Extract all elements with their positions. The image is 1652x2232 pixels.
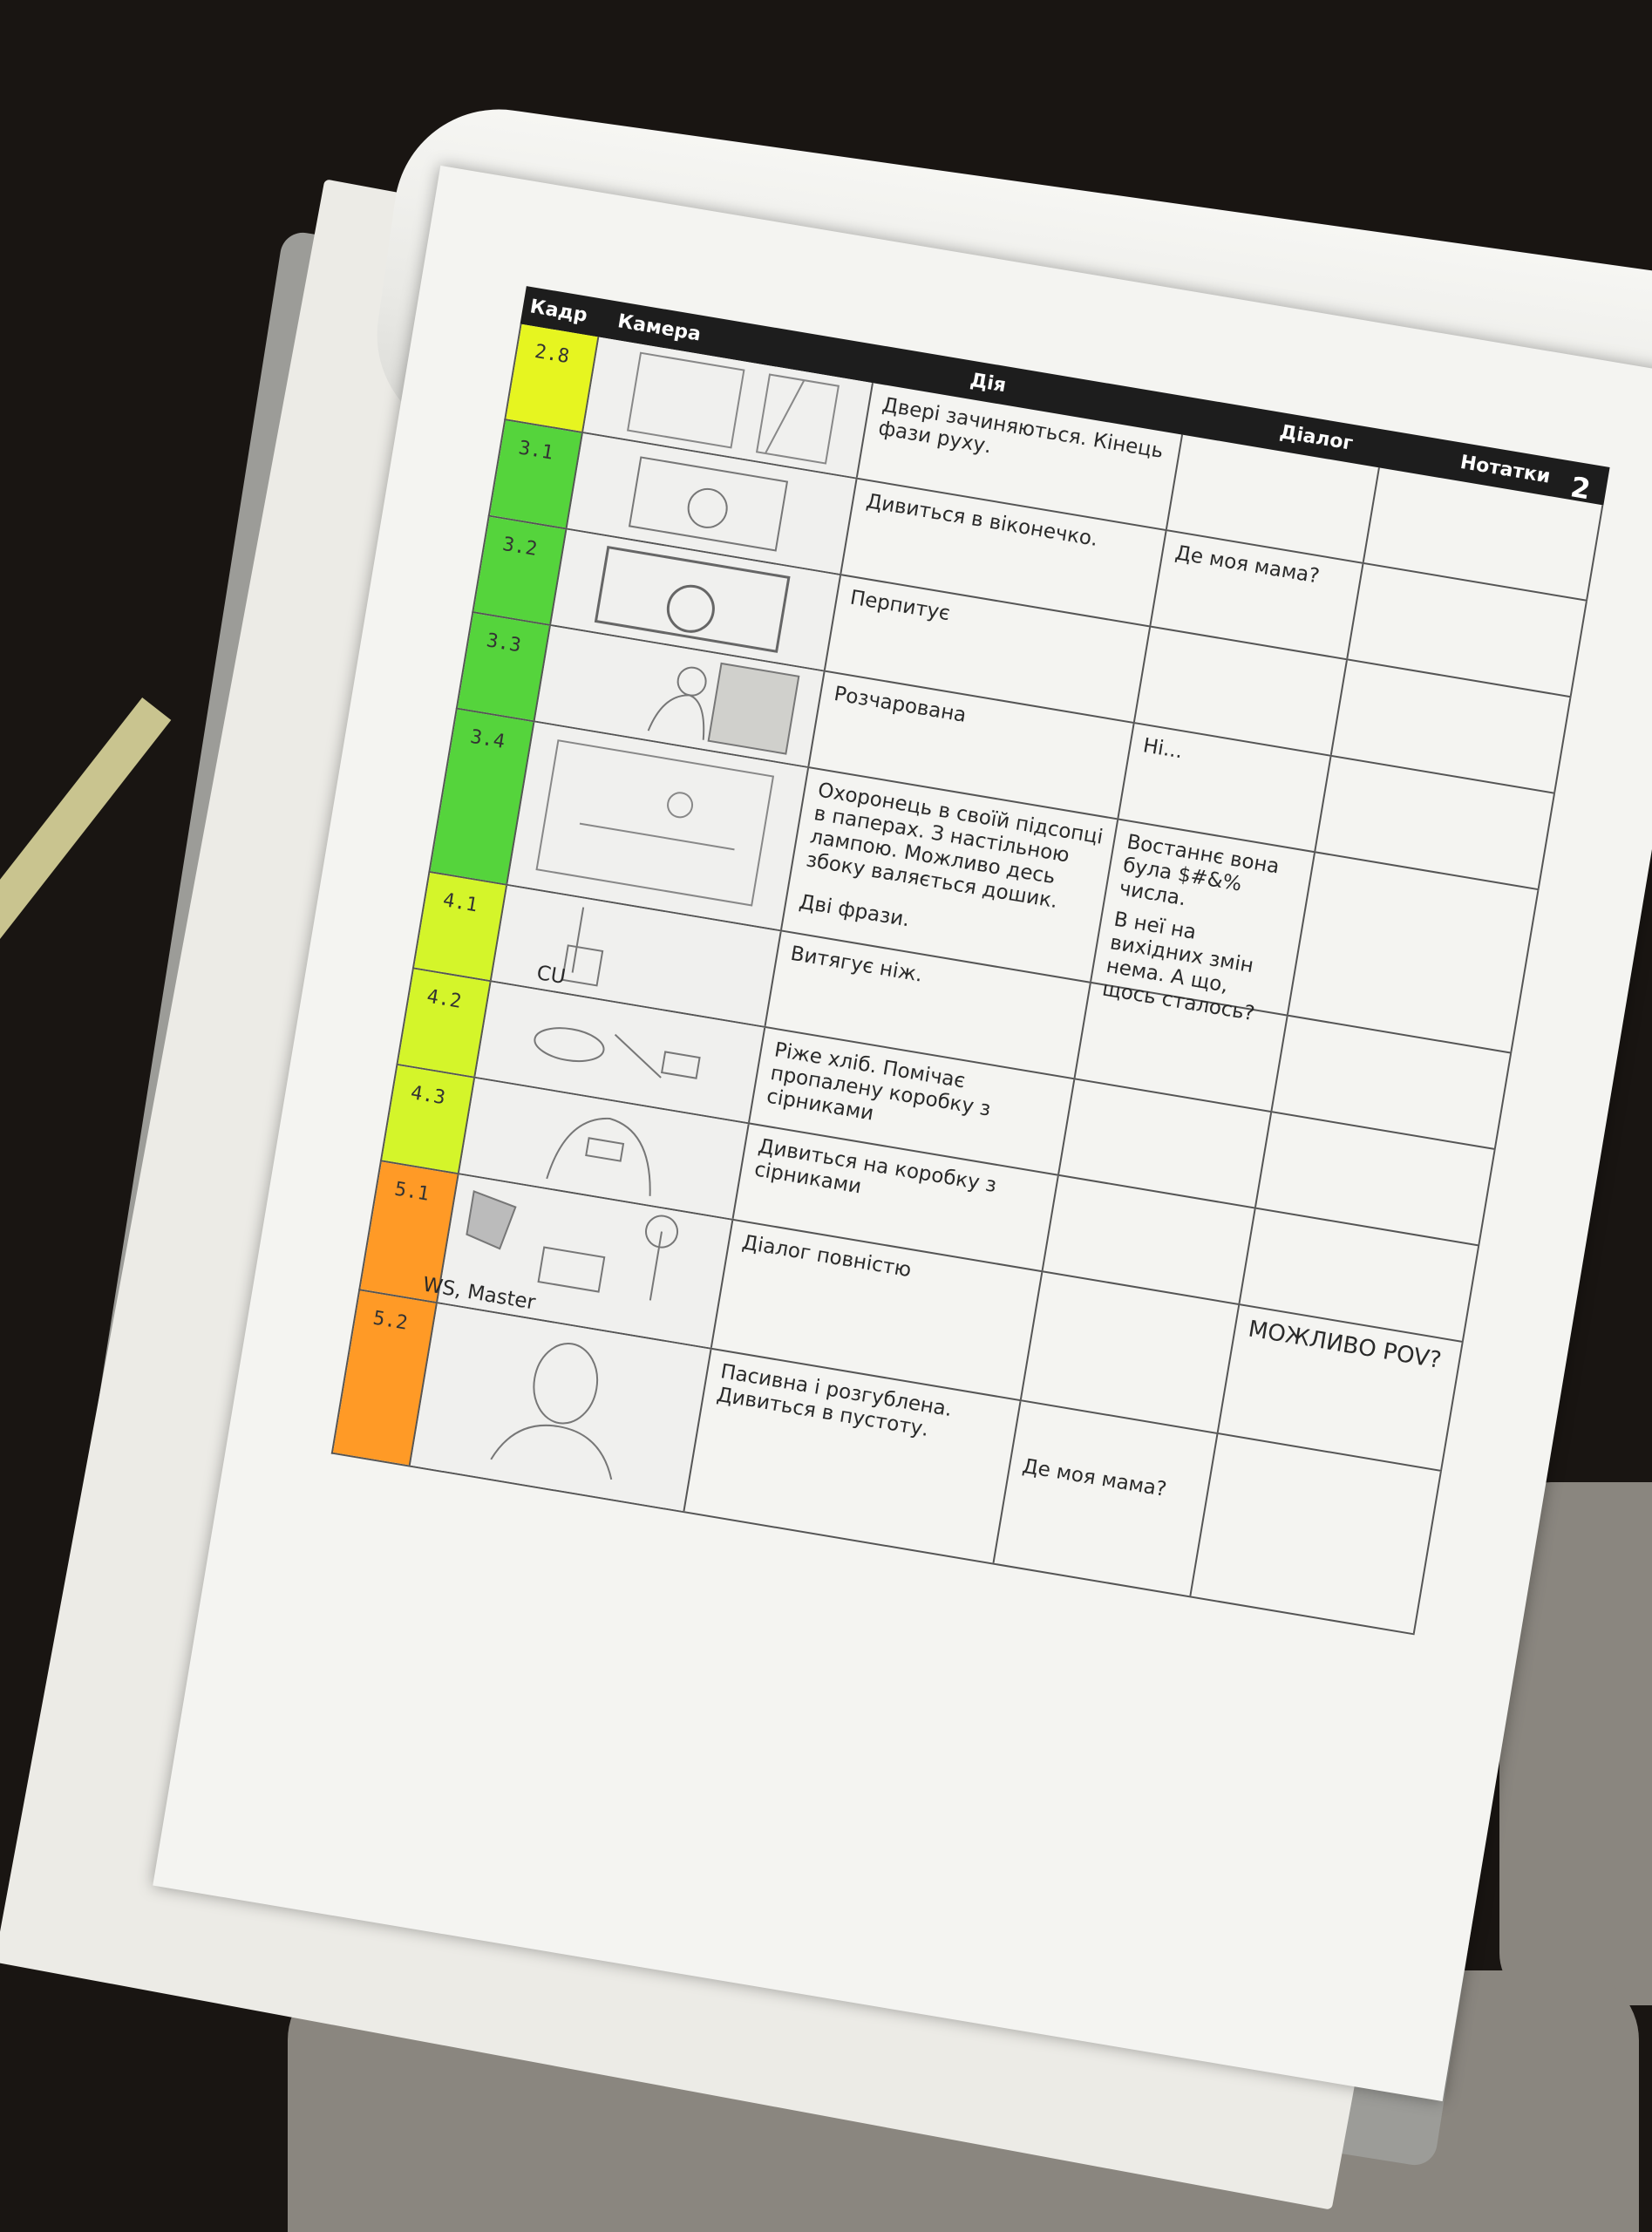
- dialog-cell: Де моя мама?: [994, 1401, 1219, 1596]
- table-row: 5.1 WS, Master Діалог повністю МОЖЛИВО P…: [358, 1161, 1464, 1473]
- frame-number: 4.3: [409, 1082, 447, 1110]
- dialog-cell: Востаннє вона була $#&% числа. В неї на …: [1091, 820, 1316, 1025]
- sketch-guard-desk: [535, 739, 774, 907]
- storyboard-table: Кадр Камера Дія Діалог Нотатки 2 2.8 Две…: [330, 286, 1610, 1636]
- frame-number: 2.8: [533, 340, 571, 369]
- frame-number: 3.1: [517, 437, 555, 465]
- sketch-room-wide: [466, 1190, 678, 1301]
- camera-cell: [534, 626, 826, 767]
- sketch-window-closeup: [594, 545, 791, 653]
- sketch-girl: [647, 662, 800, 755]
- camera-cell: [507, 722, 810, 930]
- table-row: 3.4 Охоронець в своїй підсопці в паперах…: [428, 709, 1540, 1054]
- dialog-text: Де моя мама?: [1020, 1454, 1169, 1501]
- camera-cell: [410, 1303, 712, 1512]
- table-row: 3.2 Перпитує: [472, 516, 1572, 794]
- header-frame: Кадр: [527, 296, 589, 327]
- table-row: 2.8 Двері зачиняються. Кінець фази руху.: [504, 323, 1604, 602]
- sketch-door: [626, 351, 840, 465]
- frame-number: 3.3: [485, 629, 523, 657]
- table-row: 4.2 Ріже хліб. Помічає пропалену коробку…: [396, 969, 1496, 1247]
- frame-number: 4.1: [441, 889, 479, 917]
- camera-cell: CU: [491, 885, 783, 1027]
- table-row: 3.3 Розчарована Ні...: [455, 612, 1555, 891]
- storyboard-page: Кадр Камера Дія Діалог Нотатки 2 2.8 Две…: [153, 165, 1652, 2102]
- table-row: 4.3 Дивиться на коробку з сірниками: [379, 1065, 1480, 1344]
- camera-cell: [475, 982, 766, 1123]
- camera-cell: [459, 1078, 751, 1220]
- camera-cell: [551, 529, 842, 670]
- table-row: 3.1 Дивиться в віконечко. Де моя мама?: [487, 419, 1587, 698]
- camera-cell: [583, 337, 874, 478]
- frame-number: 3.2: [500, 533, 539, 561]
- sketch-matchbox: [546, 1117, 651, 1196]
- masking-tape: [0, 697, 172, 947]
- frame-number: 3.4: [468, 725, 506, 753]
- sketch-knife: [561, 907, 604, 987]
- table-row: 5.2 Пасивна і розгублена. Дивиться в пус…: [330, 1290, 1442, 1636]
- table-row: 4.1 CU Витягує ніж.: [411, 872, 1513, 1151]
- header-action: Дія: [968, 369, 1008, 398]
- frame-number: 4.2: [425, 985, 464, 1013]
- camera-cell: WS, Master: [421, 1174, 734, 1348]
- header-dialog: Діалог: [1278, 421, 1355, 455]
- sketch-bread: [534, 1027, 701, 1079]
- sketch-window: [628, 456, 788, 552]
- camera-cell: [567, 433, 858, 575]
- frame-number: 5.1: [392, 1178, 432, 1206]
- sketch-girl-portrait: [490, 1342, 613, 1480]
- header-camera: Камера: [615, 310, 703, 346]
- camera-note: CU: [534, 962, 568, 990]
- frame-number: 5.2: [371, 1307, 410, 1335]
